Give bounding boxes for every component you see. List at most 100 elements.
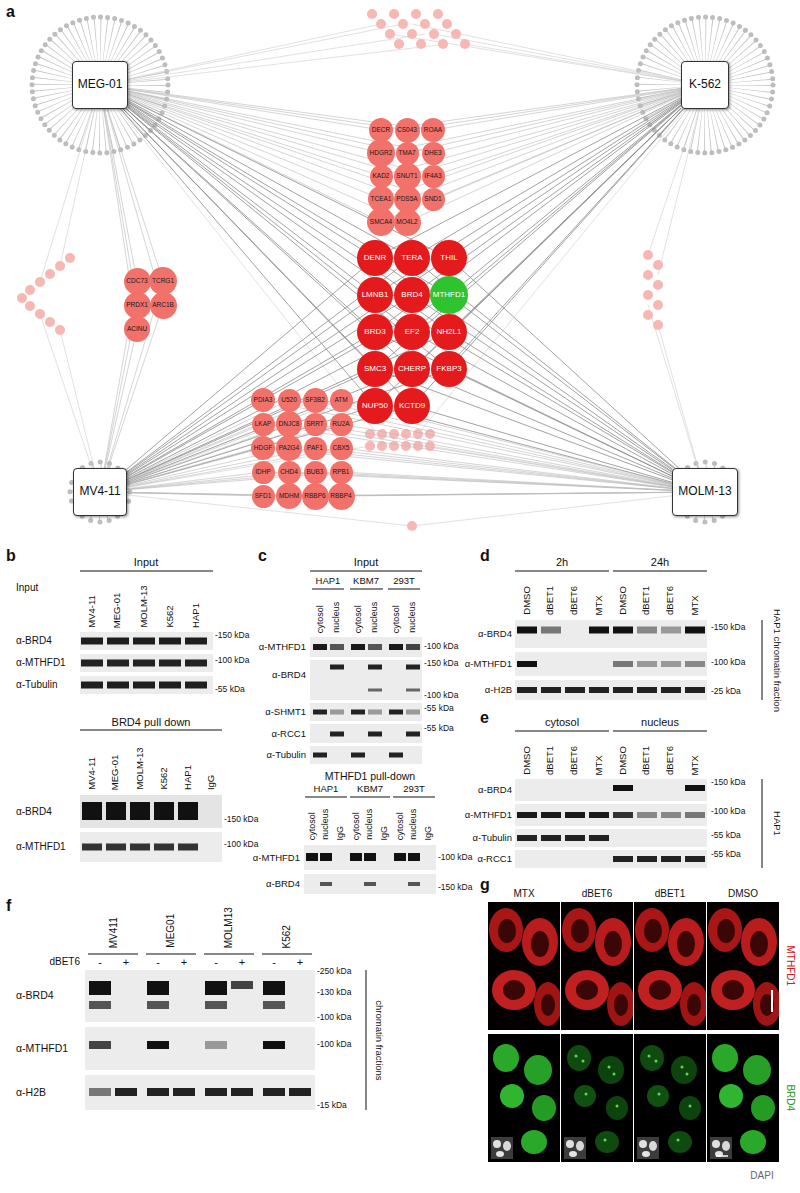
network-edge [274,426,672,487]
figure-part [231,981,253,989]
western-blot-b [80,571,222,862]
network-edge [388,108,681,393]
figure-part [643,310,653,320]
protein-node: IDHP [252,461,275,484]
header-label: Input [16,582,38,594]
protein-node: SFD1 [252,485,275,508]
marker-label: -100 kDa [438,853,473,863]
protein-node: CBX5 [330,437,353,460]
protein-name: CHERP [398,365,426,374]
figure-part [707,902,781,1030]
figure-part [205,1088,227,1096]
figure-part [488,1034,560,1162]
network-edge [127,375,432,483]
network-edge [128,108,435,358]
protein-name: CHD4 [280,468,298,475]
network-edge [128,91,396,150]
network-edge [128,104,397,285]
figure-part [351,753,365,758]
figure-part [389,710,403,715]
figure-part [561,902,635,1030]
protein-name: CBX5 [333,444,350,451]
lane-label: dBET1 [546,586,557,615]
figure-part [320,882,332,886]
figure-part [637,812,657,818]
network-edge [126,109,398,357]
figure-part [661,627,681,634]
protein-node: ROAA [421,118,445,142]
side-label: HAP1 chromatin fraction [771,609,782,712]
figure-part [89,1001,111,1009]
protein-name: TCRG1 [152,277,174,284]
treatment-sign: - [98,956,102,969]
protein-node: BRD4 [394,277,430,313]
treatment-sign: + [123,956,129,969]
cell-line-name: MEG-01 [78,78,123,92]
network-edge [128,105,434,322]
figure-part [55,261,65,271]
antibody-label: α-MTHFD1 [16,1042,68,1054]
figure-part [488,902,562,1030]
figure-part [517,661,705,667]
figure-part [762,620,763,700]
panel-letter: g [480,876,490,894]
marker-label: -55 kDa [424,724,454,734]
figure-part [407,29,417,39]
figure-part [515,850,707,868]
antibody-label: α-MTHFD1 [465,810,512,821]
protein-node: TERA [394,240,430,276]
figure-part [368,665,382,670]
figure-part [306,853,420,861]
network-edge [428,341,673,475]
figure-part [366,970,367,1110]
figure-part [389,441,399,451]
figure-part [367,9,377,19]
figure-part [385,29,395,39]
antibody-label: α-H2B [16,1086,46,1098]
marker-label: -100 kDa [215,656,250,666]
network-edge [128,97,369,195]
marker-label: -55 kDa [215,685,245,695]
antibody-label: α-RCC1 [271,729,306,740]
figure-part [85,1027,315,1070]
network-edge [128,103,359,249]
protein-node: LMNB1 [357,277,393,313]
figure-part [81,660,207,667]
figure-part [771,990,773,1012]
protein-node: CDC73 [124,268,151,295]
protein-name: RBBP6 [304,492,325,499]
protein-name: U520 [281,396,297,403]
figure-part [351,644,365,650]
figure-part [408,882,420,886]
figure-part [66,51,134,119]
figure-part [643,270,653,280]
figure-part [661,661,681,667]
figure-part [364,853,376,861]
figure-part [304,874,436,894]
network-edge [128,98,394,217]
western-blot-c [304,571,436,894]
panel-letter: c [258,547,267,565]
figure-part [17,293,27,303]
network-edge [107,294,159,468]
figure-part [517,812,609,818]
figure-part [460,39,470,49]
figure-part [365,441,375,451]
protein-node: MDHM [276,483,302,509]
network-edge [427,305,672,470]
marker-label: -55 kDa [711,831,741,841]
cell-line-name: MOLM-13 [678,485,731,499]
protein-name: MTHFD1 [433,291,465,300]
network-decoration [17,9,773,531]
figure-part [310,724,422,743]
network-edge [128,99,433,250]
figure-part [517,661,537,667]
side-label: HAP1 [771,811,782,836]
figure-part [305,797,347,798]
figure-part [762,779,763,868]
figure-part [204,954,254,955]
protein-node: PAF1 [304,437,327,460]
figure-part [313,667,420,755]
protein-name: KCTD9 [399,402,425,411]
figure-part [407,521,417,531]
